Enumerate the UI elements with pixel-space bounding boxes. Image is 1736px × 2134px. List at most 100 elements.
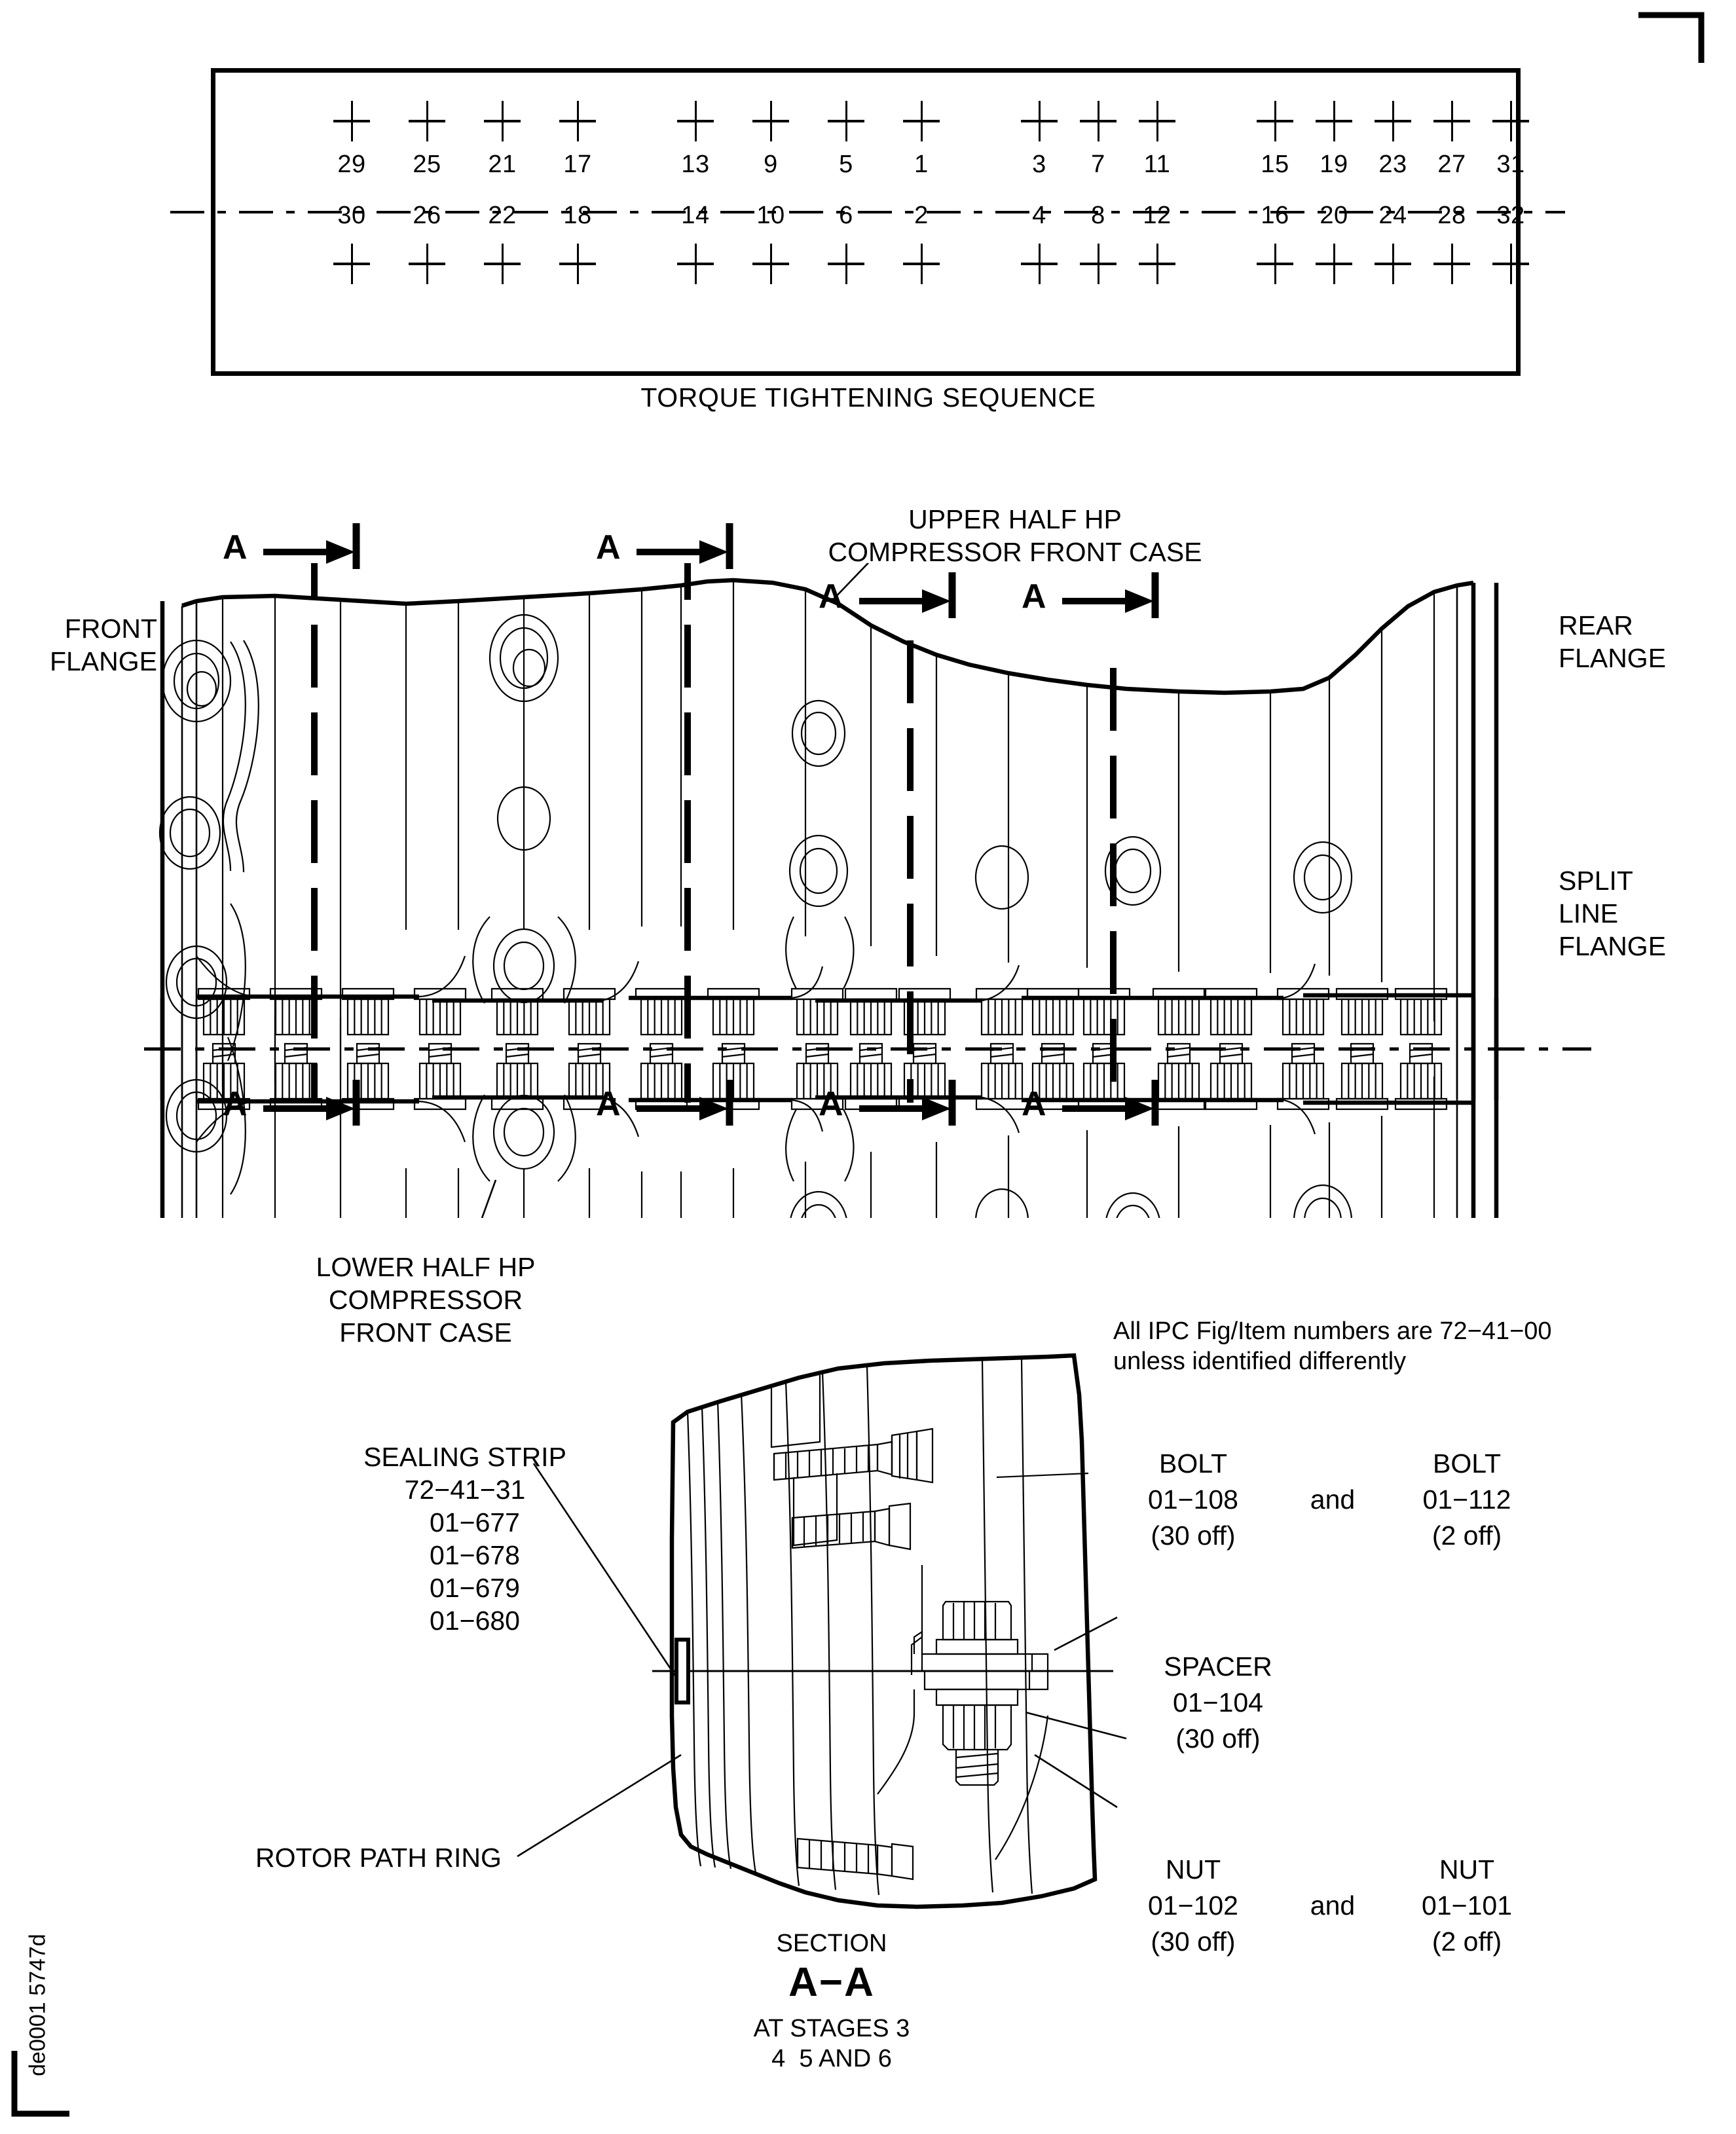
torque-bolt-cross bbox=[1021, 101, 1058, 141]
document-reference-id: de0001 5747d bbox=[25, 1934, 50, 2076]
torque-bolt-cross bbox=[559, 101, 596, 141]
section-marker-letter: A bbox=[819, 1085, 843, 1123]
section-marker-bottom-2: A bbox=[596, 1080, 733, 1130]
torque-bolt-cross bbox=[1375, 244, 1411, 284]
section-marker-top-3: A bbox=[819, 572, 956, 622]
sealing-strip-leader bbox=[532, 1463, 679, 1680]
split-line-bolt-head bbox=[975, 987, 1029, 1036]
torque-bolt-cross bbox=[409, 101, 445, 141]
torque-sequence-number: 19 bbox=[1320, 151, 1348, 178]
section-marker-letter: A bbox=[1022, 578, 1046, 616]
upper-half-label: UPPER HALF HP COMPRESSOR FRONT CASE bbox=[828, 504, 1202, 568]
split-line-bolt-head bbox=[1077, 987, 1131, 1036]
torque-sequence-caption: TORQUE TIGHTENING SEQUENCE bbox=[640, 382, 1096, 413]
torque-sequence-number: 18 bbox=[563, 202, 592, 229]
split-line-bolt-head bbox=[1152, 987, 1206, 1036]
torque-bolt-cross bbox=[1316, 244, 1352, 284]
bolt-left-title: BOLT bbox=[1158, 1448, 1228, 1479]
split-line-bolt-head bbox=[1204, 987, 1258, 1036]
torque-sequence-number: 4 bbox=[1032, 202, 1046, 229]
torque-sequence-number: 13 bbox=[681, 151, 710, 178]
torque-bolt-cross bbox=[1080, 244, 1117, 284]
torque-bolt-cross bbox=[677, 244, 714, 284]
torque-sequence-number: 17 bbox=[563, 151, 592, 178]
rotor-path-ring-label: ROTOR PATH RING bbox=[255, 1843, 502, 1873]
torque-sequence-number: 11 bbox=[1143, 151, 1171, 178]
torque-sequence-number: 23 bbox=[1378, 151, 1407, 178]
split-line-bolt-head bbox=[1276, 1042, 1330, 1111]
split-line-bolt-head bbox=[1026, 1042, 1080, 1111]
nut-conjunction: and bbox=[1310, 1890, 1356, 1921]
spacer-leader bbox=[1025, 1711, 1127, 1740]
sealing-strip-fig: 72−41−31 bbox=[404, 1475, 526, 1505]
torque-bolt-cross bbox=[828, 244, 864, 284]
bottom-left-corner-mark bbox=[11, 2051, 69, 2117]
bolt-right-qty: (2 off) bbox=[1431, 1520, 1502, 1551]
split-line-bolt-head bbox=[844, 987, 898, 1036]
torque-sequence-number: 1 bbox=[914, 151, 929, 178]
torque-bolt-cross bbox=[1021, 244, 1058, 284]
torque-sequence-number: 10 bbox=[756, 202, 785, 229]
section-marker-letter: A bbox=[596, 528, 621, 566]
split-line-bolt-head bbox=[197, 987, 251, 1036]
bolt-leader bbox=[1054, 1616, 1118, 1651]
nut-left-qty: (30 off) bbox=[1151, 1926, 1236, 1957]
nut-leader bbox=[1034, 1754, 1118, 1809]
front-flange-label: FRONT FLANGE bbox=[49, 614, 157, 677]
torque-bolt-cross bbox=[409, 244, 445, 284]
split-line-bolt-head bbox=[490, 987, 544, 1036]
bolt-right-item: 01−112 bbox=[1422, 1484, 1511, 1515]
compressor-case-drawing bbox=[144, 563, 1591, 1218]
torque-sequence-number: 5 bbox=[839, 151, 853, 178]
torque-sequence-number: 9 bbox=[764, 151, 778, 178]
torque-sequence-number: 22 bbox=[488, 202, 517, 229]
torque-sequence-number: 2 bbox=[914, 202, 929, 229]
torque-bolt-cross bbox=[1257, 101, 1293, 141]
torque-sequence-number: 15 bbox=[1261, 151, 1289, 178]
torque-bolt-cross bbox=[1316, 101, 1352, 141]
spacer-item: 01−104 bbox=[1173, 1687, 1263, 1718]
torque-bolt-cross bbox=[903, 101, 940, 141]
split-line-bolt-head bbox=[1335, 987, 1389, 1036]
lower-half-leader bbox=[481, 1179, 497, 1218]
lower-half-label: LOWER HALF HP COMPRESSOR FRONT CASE bbox=[316, 1252, 536, 1348]
split-line-bolt-head bbox=[1394, 987, 1448, 1036]
spacer-qty: (30 off) bbox=[1175, 1723, 1261, 1754]
section-marker-letter: A bbox=[223, 528, 248, 566]
section-marker-letter: A bbox=[1022, 1085, 1046, 1123]
section-marker-letter: A bbox=[596, 1085, 621, 1123]
split-line-bolt-head bbox=[707, 987, 760, 1036]
split-line-bolt-head bbox=[563, 987, 616, 1036]
torque-bolt-cross bbox=[484, 101, 521, 141]
torque-bolt-cross bbox=[752, 244, 789, 284]
torque-sequence-number: 24 bbox=[1378, 202, 1407, 229]
torque-bolt-cross bbox=[903, 244, 940, 284]
split-line-bolt-head bbox=[1276, 987, 1330, 1036]
section-marker-letter: A bbox=[223, 1085, 248, 1123]
nut-right-title: NUT bbox=[1439, 1854, 1495, 1885]
torque-sequence-number: 7 bbox=[1091, 151, 1105, 178]
ipc-note: All IPC Fig/Item numbers are 72−41−00 un… bbox=[1113, 1317, 1552, 1376]
split-line-bolt-head bbox=[1026, 987, 1080, 1036]
bolt-right-title: BOLT bbox=[1432, 1448, 1502, 1479]
section-marker-bottom-3: A bbox=[819, 1080, 956, 1130]
torque-bolt-cross bbox=[1433, 101, 1470, 141]
torque-sequence-number: 21 bbox=[488, 151, 517, 178]
torque-sequence-box bbox=[211, 68, 1521, 376]
split-line-bolt-head bbox=[1394, 1042, 1448, 1111]
rear-flange-label: REAR FLANGE bbox=[1559, 610, 1667, 674]
bolt-left-qty: (30 off) bbox=[1151, 1520, 1236, 1551]
section-aa-label: A−A bbox=[788, 1960, 875, 2005]
torque-sequence-number: 3 bbox=[1032, 151, 1046, 178]
bolt-left-item: 01−108 bbox=[1148, 1484, 1238, 1515]
torque-bolt-cross bbox=[333, 101, 370, 141]
nut-left-item: 01−102 bbox=[1148, 1890, 1238, 1921]
torque-bolt-cross bbox=[1433, 244, 1470, 284]
torque-sequence-number: 26 bbox=[413, 202, 441, 229]
torque-sequence-number: 20 bbox=[1320, 202, 1348, 229]
sealing-strip-slot bbox=[674, 1638, 690, 1704]
section-aa-drawing bbox=[652, 1353, 1113, 1909]
section-marker-letter: A bbox=[819, 578, 843, 616]
torque-sequence-number: 30 bbox=[337, 202, 366, 229]
